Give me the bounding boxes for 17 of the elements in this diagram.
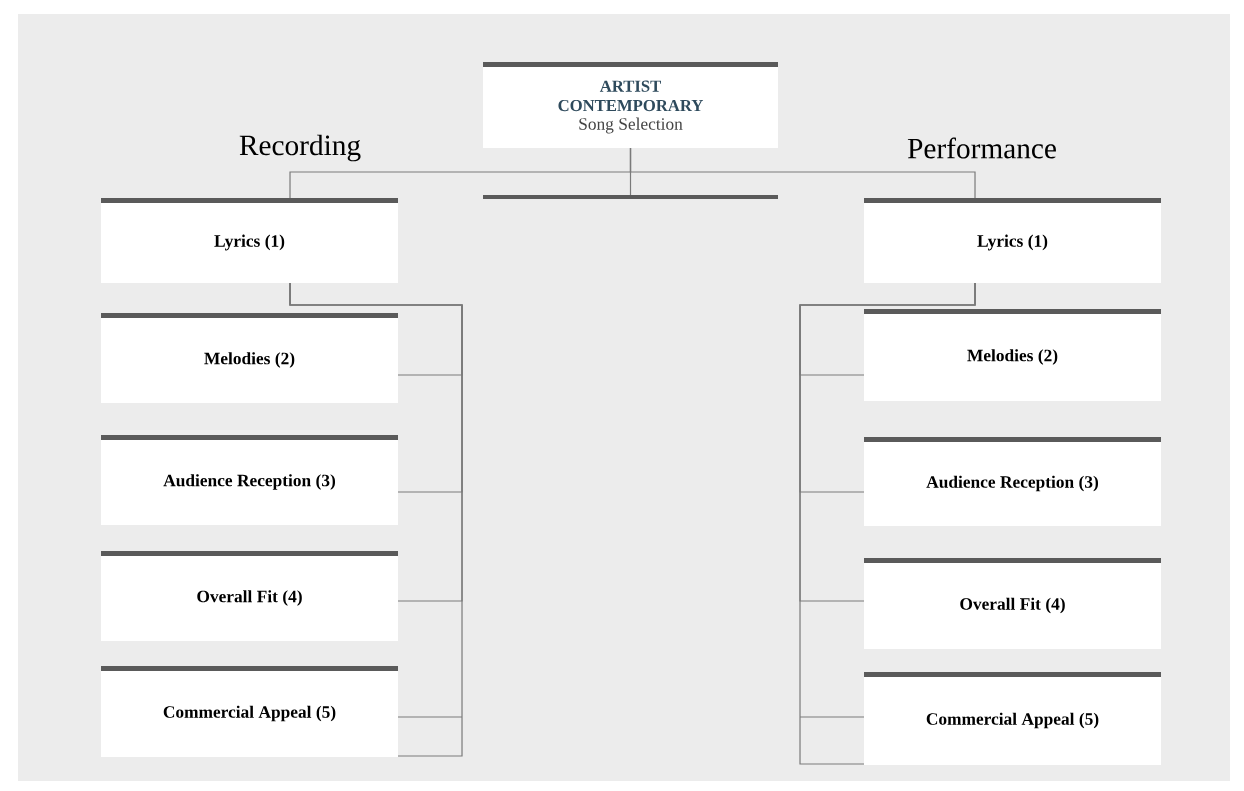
heading: Recording [239, 134, 361, 162]
category-box: Lyrics (1) [864, 198, 1161, 283]
category-box: Audience Reception (3) [101, 435, 398, 525]
category-box: Overall Fit (4) [101, 551, 398, 641]
category-box: Commercial Appeal (5) [101, 666, 398, 757]
category-box: Commercial Appeal (5) [864, 672, 1161, 765]
heading: Performance [907, 137, 1056, 159]
category-box: Audience Reception (3) [864, 437, 1161, 526]
title-box: ARTIST CONTEMPORARY Song Selection [483, 62, 778, 148]
category-box: Overall Fit (4) [864, 558, 1161, 649]
category-box: Melodies (2) [101, 313, 398, 403]
bar [483, 195, 778, 199]
connector-line [289, 282, 463, 757]
connector-line [629, 147, 976, 199]
category-box: Lyrics (1) [101, 198, 398, 283]
category-box: Melodies (2) [864, 309, 1161, 401]
connector-line [799, 282, 976, 765]
